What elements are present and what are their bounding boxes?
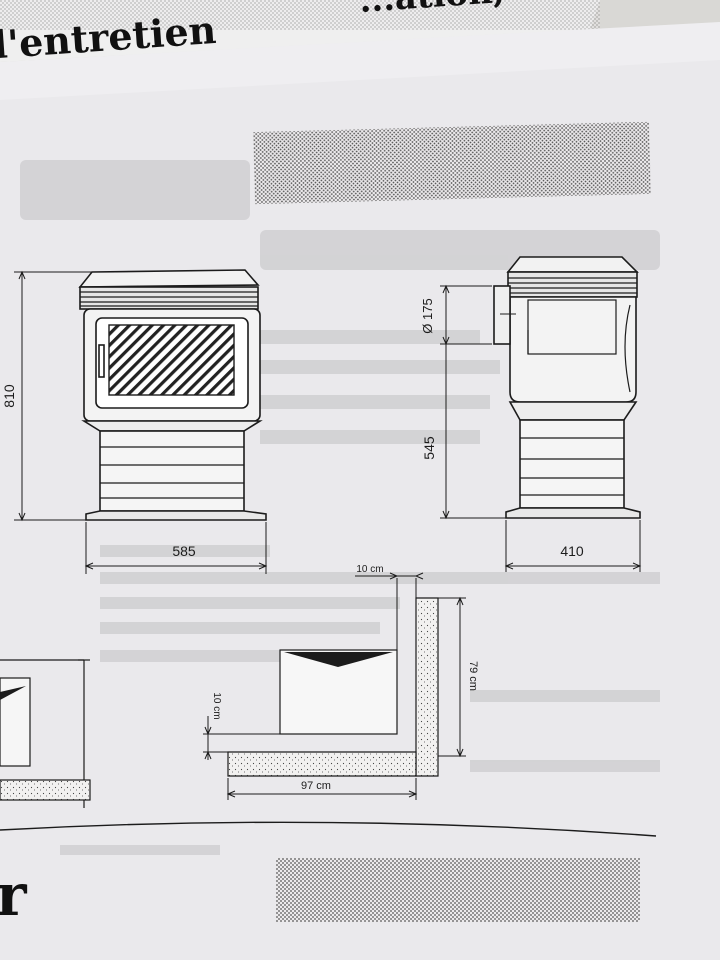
depth-label: 79 cm bbox=[467, 661, 479, 691]
footer-rule bbox=[0, 821, 657, 837]
stove-side-view bbox=[440, 256, 642, 572]
halftone-bar-top bbox=[253, 121, 651, 205]
footer-big-letter: r bbox=[0, 861, 28, 929]
partial-diagram-left bbox=[0, 659, 91, 808]
wall-gap-label: 10 cm bbox=[356, 564, 383, 575]
plan-width-label: 97 cm bbox=[301, 780, 331, 792]
clearance-plan bbox=[203, 572, 466, 800]
stove-front-view bbox=[14, 269, 268, 574]
halftone-bar-bottom bbox=[276, 858, 640, 922]
side-width-label: 410 bbox=[560, 543, 584, 559]
wall-protection bbox=[415, 597, 439, 777]
glass-window bbox=[108, 324, 235, 396]
floor-gap-label: 10 cm bbox=[211, 692, 222, 719]
flue-outlet bbox=[493, 285, 511, 345]
side-flue-label: Ø 175 bbox=[420, 298, 435, 333]
front-width-label: 585 bbox=[172, 543, 196, 559]
top-page: ...ation, l'entretien bbox=[0, 0, 600, 67]
front-height-label: 810 bbox=[1, 384, 17, 408]
floor-plate bbox=[227, 751, 417, 777]
door-handle bbox=[98, 344, 105, 378]
side-height-label: 545 bbox=[421, 436, 437, 460]
